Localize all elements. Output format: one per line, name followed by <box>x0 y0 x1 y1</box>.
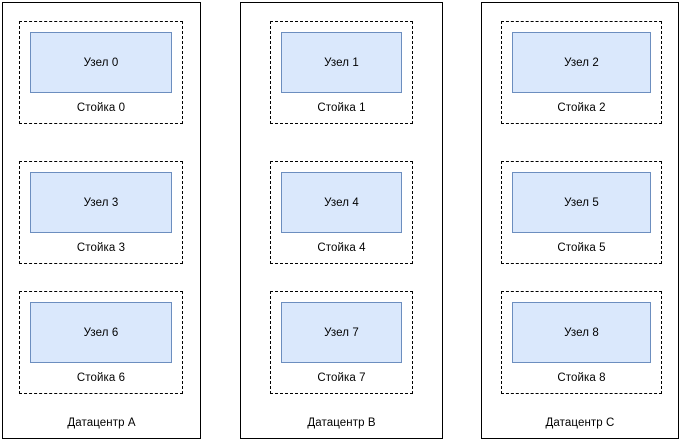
rack-container-7[interactable]: Узел 7 Стойка 7 <box>270 291 413 394</box>
rack-label: Стойка 5 <box>557 242 606 254</box>
rack-label: Стойка 3 <box>76 242 126 254</box>
node-box-2[interactable]: Узел 2 <box>512 32 651 93</box>
node-box-0[interactable]: Узел 0 <box>30 32 172 93</box>
node-box-5[interactable]: Узел 5 <box>512 172 651 233</box>
node-label: Узел 4 <box>324 196 359 209</box>
node-box-1[interactable]: Узел 1 <box>281 32 402 93</box>
node-label: Узел 8 <box>564 326 599 339</box>
node-box-3[interactable]: Узел 3 <box>30 172 172 233</box>
rack-label: Стойка 0 <box>76 102 126 114</box>
rack-container-8[interactable]: Узел 8 Стойка 8 <box>501 291 662 394</box>
rack-label: Стойка 7 <box>317 372 366 384</box>
rack-label: Стойка 8 <box>557 372 606 384</box>
node-label: Узел 3 <box>83 196 119 209</box>
node-label: Узел 1 <box>324 56 359 69</box>
node-box-8[interactable]: Узел 8 <box>512 302 651 363</box>
rack-container-5[interactable]: Узел 5 Стойка 5 <box>501 161 662 264</box>
datacenter-container-c[interactable]: Узел 2 Стойка 2 Узел 5 Стойка 5 Узел 8 С… <box>481 2 679 439</box>
rack-container-0[interactable]: Узел 0 Стойка 0 <box>19 21 183 124</box>
rack-container-1[interactable]: Узел 1 Стойка 1 <box>270 21 413 124</box>
rack-label: Стойка 4 <box>317 242 366 254</box>
rack-container-4[interactable]: Узел 4 Стойка 4 <box>270 161 413 264</box>
rack-container-6[interactable]: Узел 6 Стойка 6 <box>19 291 183 394</box>
datacenter-label: Датацентр C <box>545 417 615 429</box>
node-label: Узел 7 <box>324 326 359 339</box>
rack-label: Стойка 1 <box>317 102 366 114</box>
rack-label: Стойка 2 <box>557 102 606 114</box>
rack-container-3[interactable]: Узел 3 Стойка 3 <box>19 161 183 264</box>
datacenter-label: Датацентр A <box>67 417 136 429</box>
node-box-7[interactable]: Узел 7 <box>281 302 402 363</box>
node-label: Узел 2 <box>564 56 599 69</box>
datacenter-container-a[interactable]: Узел 0 Стойка 0 Узел 3 Стойка 3 Узел 6 С… <box>2 2 201 439</box>
datacenter-label: Датацентр B <box>307 417 376 429</box>
node-box-4[interactable]: Узел 4 <box>281 172 402 233</box>
node-label: Узел 6 <box>83 326 119 339</box>
rack-container-2[interactable]: Узел 2 Стойка 2 <box>501 21 662 124</box>
node-box-6[interactable]: Узел 6 <box>30 302 172 363</box>
node-label: Узел 5 <box>564 196 599 209</box>
datacenter-container-b[interactable]: Узел 1 Стойка 1 Узел 4 Стойка 4 Узел 7 С… <box>240 2 443 439</box>
node-label: Узел 0 <box>83 56 119 69</box>
rack-label: Стойка 6 <box>76 372 126 384</box>
